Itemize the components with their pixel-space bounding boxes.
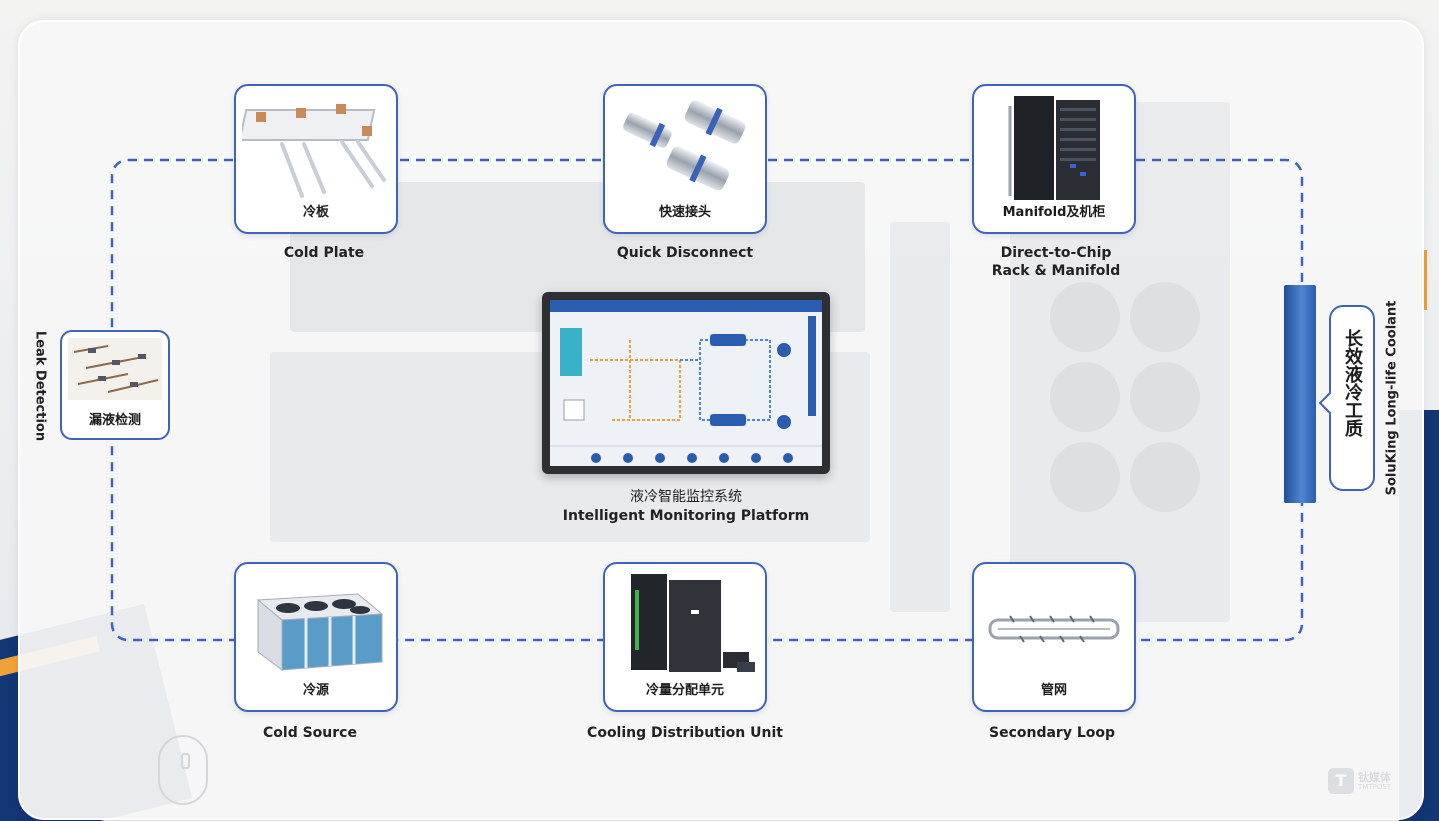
rack-icon (1008, 96, 1100, 200)
leak-detection-title: 漏液检测 (88, 413, 141, 428)
cold-plate-card[interactable]: 冷板 (234, 84, 398, 234)
cdu-title: 冷量分配单元 (645, 683, 724, 698)
coolant-title-en: SoluKing Long-life Coolant (1384, 300, 1400, 496)
brand-subtitle: TMTPOST (1358, 783, 1392, 791)
cdu-card[interactable]: 冷量分配单元 (603, 562, 767, 712)
coolant-callout[interactable]: 长效液冷工质 (1329, 305, 1375, 491)
background-fan-shape (1130, 282, 1200, 352)
monitoring-dashboard-icon (550, 300, 822, 463)
brand-logo-icon: T (1328, 768, 1354, 794)
cold-plate-title: 冷板 (302, 205, 329, 220)
brand-watermark: T 钛媒体 TMTPOST (1328, 768, 1408, 796)
background-pipe-shape (890, 222, 950, 612)
background-fan-shape (1130, 362, 1200, 432)
cold-source-card[interactable]: 冷源 (234, 562, 398, 712)
quick-disconnect-title: 快速接头 (658, 205, 711, 220)
coolant-title-cn: 长效液冷工质 (1342, 329, 1363, 437)
background-fan-shape (1050, 362, 1120, 432)
secondary-loop-card[interactable]: 管网 (972, 562, 1136, 712)
quick-disconnect-caption: Quick Disconnect (616, 245, 754, 261)
secondary-loop-caption: Secondary Loop (988, 725, 1115, 741)
cold-source-caption: Cold Source (263, 725, 357, 741)
background-fan-shape (1130, 442, 1200, 512)
leak-detection-card[interactable]: 漏液检测 (60, 330, 170, 440)
monitoring-platform-caption: 液冷智能监控系统 Intelligent Monitoring Platform (556, 488, 816, 526)
quick-disconnect-icon (623, 100, 746, 191)
leak-detection-label: Leak Detection (32, 330, 48, 442)
monitoring-platform-title-en: Intelligent Monitoring Platform (562, 508, 810, 524)
background-fan-shape (1050, 442, 1120, 512)
monitoring-screen (550, 300, 822, 466)
pipe-network-icon (988, 615, 1120, 643)
background-fan-shape (1050, 282, 1120, 352)
monitoring-platform-display[interactable] (542, 292, 830, 474)
quick-disconnect-card[interactable]: 快速接头 (603, 84, 767, 234)
coolant-bar (1284, 285, 1316, 503)
mouse-scroll-icon (158, 735, 208, 805)
leak-sensor-icon (68, 338, 162, 400)
monitoring-platform-title-cn: 液冷智能监控系统 (630, 489, 742, 505)
dry-cooler-icon (256, 593, 384, 671)
cold-source-title: 冷源 (302, 683, 329, 698)
cdu-caption: Cooling Distribution Unit (587, 725, 783, 741)
rack-manifold-title: Manifold及机柜 (1002, 205, 1106, 220)
cold-plate-caption: Cold Plate (283, 245, 365, 261)
rack-manifold-caption: Direct-to-Chip Rack & Manifold (991, 245, 1121, 279)
secondary-loop-title: 管网 (1040, 683, 1067, 698)
brand-name: 钛媒体 (1358, 771, 1391, 784)
cold-plate-icon (242, 104, 386, 198)
cdu-cabinet-icon (631, 574, 755, 672)
orange-accent-edge (1421, 250, 1427, 310)
rack-manifold-card[interactable]: Manifold及机柜 (972, 84, 1136, 234)
